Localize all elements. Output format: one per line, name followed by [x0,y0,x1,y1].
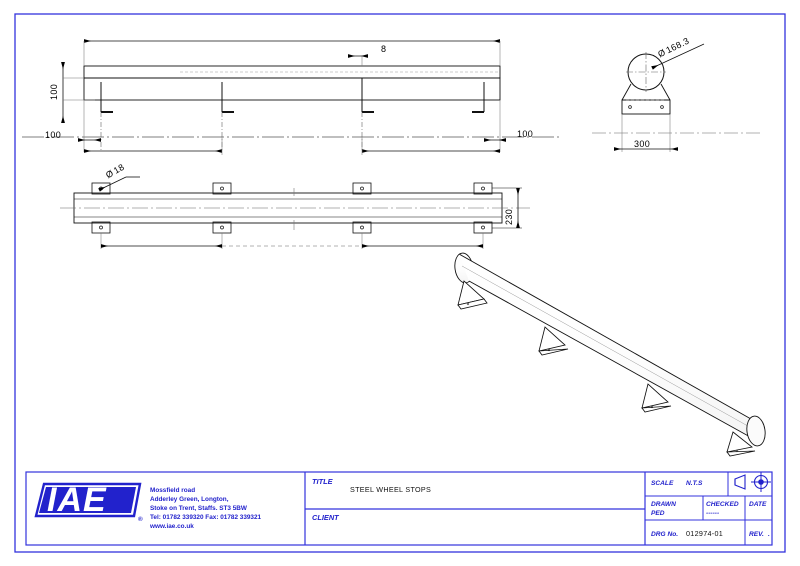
base-plate-top-4 [473,182,493,195]
dim-left-100-text: 100 [45,130,61,140]
drg-no-label: DRG No. [651,531,678,538]
dim-thickness-8-text: 8 [381,44,386,54]
dim-width-230-text: 230 [504,209,514,225]
section-support-right [660,83,671,101]
dim-pipe-diameter-leader [651,43,705,70]
company-address: Mossfield road Adderley Green, Longton, … [149,487,262,530]
iae-logo: IAE ® [34,481,143,523]
iso-bracket-1 [457,280,488,310]
dim-right-100-text: 100 [517,129,533,139]
logo-fill [39,487,136,513]
iso-pipe-surface [459,254,761,442]
address-line-4: Tel: 01782 339320 Fax: 01782 339321 [150,514,262,521]
rev-value: . [768,531,770,538]
dim-pipe-diameter-symbol: Ø [656,47,667,59]
title-label: TITLE [312,477,334,486]
logo-text: IAE [47,481,107,519]
base-plate-top-2 [212,182,232,195]
view-plan [60,182,530,249]
front-bracket-legs [100,78,485,113]
dim-height-100-text: 100 [49,84,59,100]
iso-pipe [454,252,766,447]
checked-label: CHECKED [706,501,739,508]
title-block-frame [25,471,773,546]
address-line-3: Stoke on Trent, Staffs. ST3 5BW [150,505,248,512]
drawn-label: DRAWN [651,501,676,508]
title-value: STEEL WHEEL STOPS [350,485,431,494]
address-line-2: Adderley Green, Longton, [150,496,229,503]
base-plate-top-3 [352,182,372,195]
dim-base-300-text: 300 [634,139,650,149]
view-isometric [454,252,766,457]
logo-outline [34,482,142,518]
scale-value: N.T.S [686,480,703,487]
iso-bracket-4 [726,431,756,457]
section-bolt-hole-left [628,105,632,109]
date-label: DATE [749,501,767,508]
client-label: CLIENT [312,513,340,522]
iso-brackets [457,280,756,457]
iso-pipe-end-far [746,415,766,447]
dim-hole-diameter-leader [98,176,140,192]
dim-hole-diameter-symbol: Ø [104,168,115,180]
iso-bracket-2 [538,326,569,356]
iso-bracket-3 [641,383,672,413]
address-line-5: www.iae.co.uk [149,523,194,530]
rev-label: REV. [749,531,764,538]
sheet-border [14,13,786,553]
title-block: IAE ® Mossfield road Adderley Green, Lon… [25,471,773,546]
section-bolt-hole-right [660,105,664,109]
front-view-dimensions: 100 100 8 100 [45,39,533,155]
address-line-1: Mossfield road [150,487,195,494]
section-support-left [621,83,632,101]
iso-pipe-bottom-edge [468,280,762,444]
iso-pipe-top-edge [458,253,752,420]
logo-registered-mark: ® [138,515,143,523]
iso-pipe-highlight [461,265,756,431]
front-pipe-body [83,77,501,101]
dim-hole-diameter-text: 18 [112,162,126,176]
checked-value: ------ [706,510,719,517]
drg-no-value: 012974-01 [686,529,723,538]
plan-view-dimensions: Ø 18 230 [98,162,522,248]
drawn-value: PED [651,510,665,517]
scale-label: SCALE [651,480,674,487]
first-angle-projection-symbol [734,472,771,492]
